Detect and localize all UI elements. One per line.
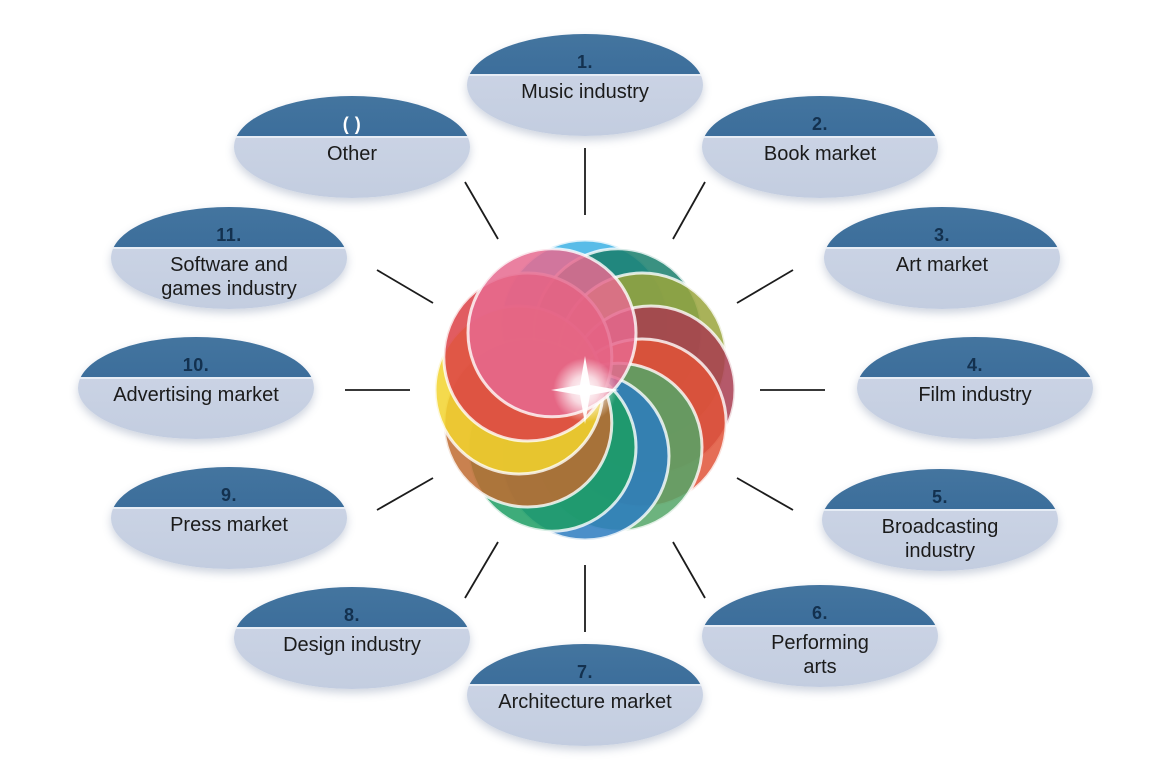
- connector-line: [672, 541, 706, 599]
- node-broadcasting-industry: 5. Broadcasting industry: [822, 469, 1058, 571]
- node-film-industry: 4. Film industry: [857, 337, 1093, 439]
- node-label: Architecture market: [498, 691, 672, 713]
- node-architecture-market: 7. Architecture market: [467, 644, 703, 746]
- node-number-band: 3.: [824, 207, 1060, 249]
- node-number-band: 10.: [78, 337, 314, 379]
- node-number-band: 11.: [111, 207, 347, 249]
- flower-petals: [435, 240, 735, 540]
- node-book-market: 2. Book market: [702, 96, 938, 198]
- node-number-band: ( ): [234, 96, 470, 138]
- node-number: 7.: [576, 662, 593, 682]
- node-number: 6.: [811, 603, 828, 623]
- node-number: 3.: [933, 225, 950, 245]
- node-number-band: 6.: [702, 585, 938, 627]
- node-number-band: 1.: [467, 34, 703, 76]
- node-label: Advertising market: [113, 384, 279, 406]
- node-number: 2.: [811, 114, 828, 134]
- node-music-industry: 1. Music industry: [467, 34, 703, 136]
- node-art-market: 3. Art market: [824, 207, 1060, 309]
- connector-line: [376, 269, 434, 304]
- node-other: ( ) Other: [234, 96, 470, 198]
- node-advertising-market: 10. Advertising market: [78, 337, 314, 439]
- connector-line: [736, 477, 794, 511]
- node-number: 11.: [216, 225, 242, 245]
- color-wheel-logo-icon: [435, 240, 735, 540]
- node-number: 1.: [576, 52, 593, 72]
- node-press-market: 9. Press market: [111, 467, 347, 569]
- node-design-industry: 8. Design industry: [234, 587, 470, 689]
- node-number: 4.: [966, 355, 983, 375]
- node-number: 9.: [220, 485, 237, 505]
- node-number-band: 2.: [702, 96, 938, 138]
- node-label: Design industry: [283, 634, 421, 656]
- node-label: Press market: [170, 514, 288, 536]
- node-number: 10.: [182, 355, 210, 375]
- node-number-band: 8.: [234, 587, 470, 629]
- connector-line: [672, 181, 706, 240]
- node-performing-arts: 6. Performing arts: [702, 585, 938, 687]
- node-label: Broadcasting industry: [881, 516, 999, 563]
- connector-line: [736, 269, 794, 304]
- node-number-band: 9.: [111, 467, 347, 509]
- node-label: Performing arts: [771, 632, 869, 679]
- node-number-band: 4.: [857, 337, 1093, 379]
- node-number: ( ): [342, 114, 362, 134]
- connector-line: [376, 477, 434, 511]
- node-number: 8.: [343, 605, 360, 625]
- node-number-band: 7.: [467, 644, 703, 686]
- node-number: 5.: [931, 487, 948, 507]
- center-star: [551, 356, 619, 424]
- node-number-band: 5.: [822, 469, 1058, 511]
- node-label: Other: [326, 143, 378, 165]
- node-label: Music industry: [521, 81, 649, 103]
- node-label: Film industry: [918, 384, 1032, 406]
- node-label: Book market: [763, 143, 877, 165]
- node-software-and-games-industry: 11. Software and games industry: [111, 207, 347, 309]
- node-label: Art market: [895, 254, 989, 276]
- node-label: Software and games industry: [161, 254, 297, 301]
